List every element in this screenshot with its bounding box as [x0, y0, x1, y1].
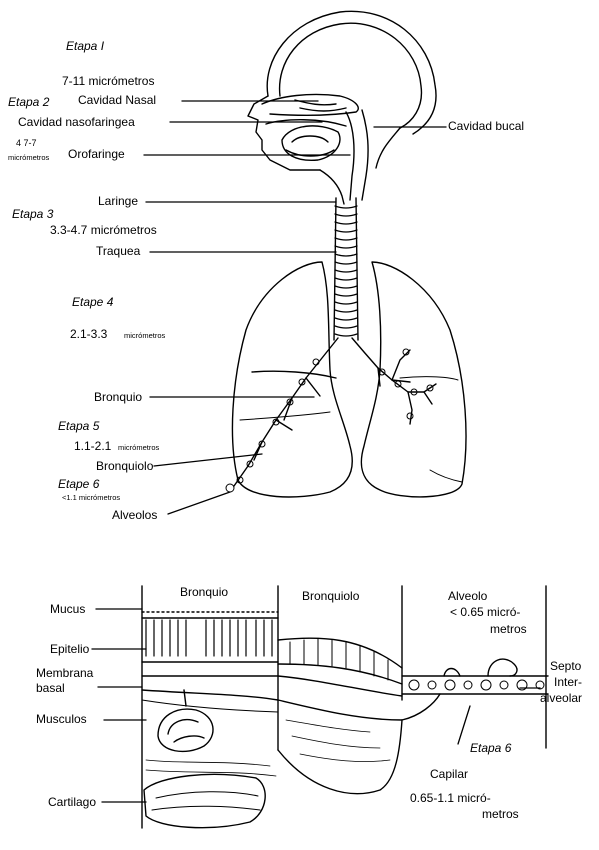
laringe-label: Laringe: [98, 195, 138, 208]
etapa6-label: Etape 6: [58, 478, 99, 491]
orofaringe-label: Orofaringe: [68, 148, 125, 161]
capilar-size-a: 0.65-1.1 micró-: [410, 792, 491, 805]
trachea: [334, 198, 358, 340]
etapa3-label: Etapa 3: [12, 208, 53, 221]
etapa1-label: Etapa I: [66, 40, 104, 53]
membrana-label-a: Membrana: [36, 667, 93, 680]
cavidad-nasal-label: Cavidad Nasal: [78, 94, 156, 107]
etapa2-size-a: 4 7-7: [16, 138, 37, 148]
col-alveolo-label: Alveolo: [448, 590, 487, 603]
col-bronquiolo-label: Bronquiolo: [302, 590, 359, 603]
capilar-size-b: metros: [482, 808, 519, 821]
etapa5-label: Etapa 5: [58, 420, 99, 433]
bronquio-label: Bronquio: [94, 391, 142, 404]
traquea-label: Traquea: [96, 245, 140, 258]
alveolo-size-a: < 0.65 micró-: [450, 606, 520, 619]
upper-leader-lines: [144, 101, 446, 514]
etapa4-label: Etape 4: [72, 296, 113, 309]
alveolo-size-b: metros: [490, 623, 527, 636]
etapa6-size: <1.1 micrómetros: [62, 494, 120, 502]
septo-label-c: alveolar: [540, 692, 582, 705]
etapa1-size: 7-11 micrómetros: [62, 75, 154, 88]
septo-label-a: Septo: [550, 660, 581, 673]
etapa5-size-a: 1.1-2.1: [74, 440, 111, 453]
etapa4-size-a: 2.1-3.3: [70, 328, 107, 341]
col-bronquio-label: Bronquio: [180, 586, 228, 599]
etapa3-size: 3.3-4.7 micrómetros: [50, 224, 157, 237]
etapa2-label: Etapa 2: [8, 96, 49, 109]
epitelio-label: Epitelio: [50, 643, 89, 656]
septo-label-b: Inter-: [554, 676, 582, 689]
musculos-label: Musculos: [36, 713, 87, 726]
head-outline: [248, 11, 436, 204]
membrana-label-b: basal: [36, 682, 65, 695]
etapa6-lower-label: Etapa 6: [470, 742, 511, 755]
bronchial-tree: [226, 338, 436, 492]
cavidad-nasofaringea-label: Cavidad nasofaringea: [18, 116, 135, 129]
capilar-label: Capilar: [430, 768, 468, 781]
etapa2-size-b: micrómetros: [8, 154, 49, 162]
mucus-label: Mucus: [50, 603, 85, 616]
lungs: [232, 262, 466, 497]
etapa4-size-b: micrómetros: [124, 332, 165, 340]
cavidad-bucal-label: Cavidad bucal: [448, 120, 524, 133]
bronquiolo-label: Bronquiolo: [96, 460, 153, 473]
cartilago-label: Cartilago: [48, 796, 96, 809]
etapa5-size-b: micrómetros: [118, 444, 159, 452]
alveolos-label: Alveolos: [112, 509, 157, 522]
